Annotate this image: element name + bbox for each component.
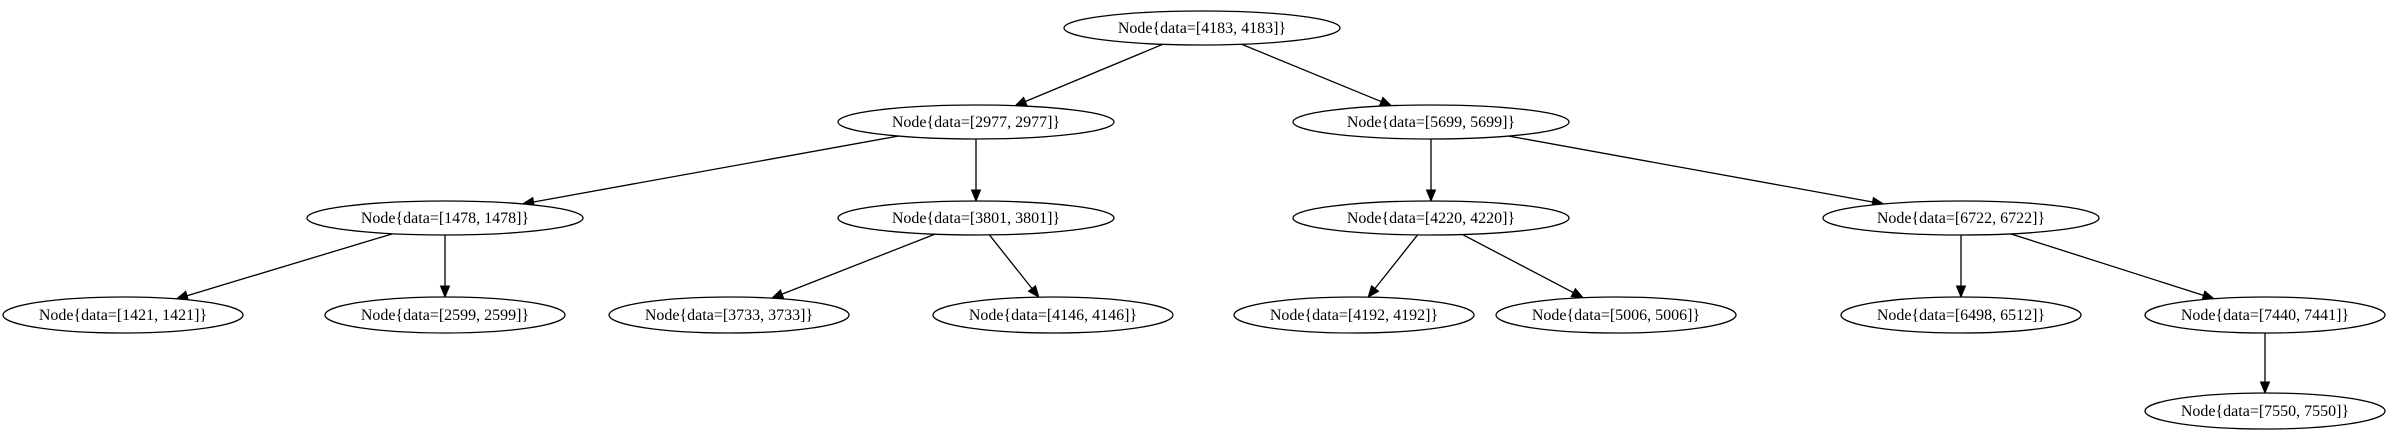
tree-edge (1955, 235, 1967, 299)
edge-line (1462, 233, 1574, 294)
tree-edge (770, 233, 935, 299)
edge-line (781, 233, 935, 295)
node-label: Node{data=[1421, 1421]} (39, 307, 207, 324)
node-ellipse (1292, 104, 1570, 140)
tree-node: Node{data=[7550, 7550]} (2144, 392, 2386, 430)
tree-edge (970, 139, 982, 203)
node-label: Node{data=[3733, 3733]} (645, 307, 813, 324)
arrowhead-icon (1378, 96, 1393, 107)
tree-edge (1508, 135, 1885, 208)
node-label: Node{data=[1478, 1478]} (361, 210, 529, 227)
node-label: Node{data=[7440, 7441]} (2181, 307, 2349, 324)
node-ellipse (1063, 10, 1341, 46)
node-label: Node{data=[5006, 5006]} (1532, 307, 1700, 324)
node-label: Node{data=[4220, 4220]} (1347, 210, 1515, 227)
tree-edge (521, 135, 899, 208)
node-ellipse (2144, 392, 2386, 430)
tree-node: Node{data=[4192, 4192]} (1233, 296, 1475, 334)
tree-edge (439, 235, 451, 299)
arrowhead-icon (2259, 381, 2271, 395)
tree-node: Node{data=[1478, 1478]} (306, 200, 584, 236)
edge-line (1374, 234, 1419, 289)
arrowhead-icon (1570, 287, 1585, 299)
node-ellipse (306, 200, 584, 236)
edge-line (1241, 43, 1382, 103)
tree-node: Node{data=[4183, 4183]} (1063, 10, 1341, 46)
node-ellipse (1840, 296, 2082, 334)
edge-line (186, 233, 393, 297)
tree-edge (1367, 234, 1419, 299)
edge-line (2010, 233, 2204, 296)
node-ellipse (2144, 296, 2386, 334)
tree-node: Node{data=[4146, 4146]} (932, 296, 1174, 334)
tree-edge (1013, 43, 1164, 107)
arrowhead-icon (1027, 284, 1040, 299)
tree-node: Node{data=[7440, 7441]} (2144, 296, 2386, 334)
edge-line (533, 135, 899, 203)
nodes-layer: Node{data=[4183, 4183]} Node{data=[2977, … (2, 10, 2386, 430)
tree-node: Node{data=[2977, 2977]} (837, 104, 1115, 140)
node-ellipse (932, 296, 1174, 334)
node-label: Node{data=[3801, 3801]} (892, 210, 1060, 227)
arrowhead-icon (1955, 285, 1967, 299)
node-ellipse (1292, 200, 1570, 236)
tree-edge (2259, 333, 2271, 395)
tree-edge (1241, 43, 1393, 107)
node-label: Node{data=[2599, 2599]} (361, 307, 529, 324)
tree-node: Node{data=[3801, 3801]} (837, 200, 1115, 236)
tree-node: Node{data=[2599, 2599]} (324, 296, 566, 334)
node-label: Node{data=[4146, 4146]} (969, 307, 1137, 324)
edge-line (1508, 135, 1873, 203)
node-label: Node{data=[6722, 6722]} (1877, 210, 2045, 227)
node-ellipse (1233, 296, 1475, 334)
arrowhead-icon (439, 285, 451, 299)
tree-node: Node{data=[6722, 6722]} (1822, 200, 2100, 236)
node-ellipse (608, 296, 850, 334)
node-label: Node{data=[4192, 4192]} (1270, 307, 1438, 324)
tree-node: Node{data=[5699, 5699]} (1292, 104, 1570, 140)
node-ellipse (837, 104, 1115, 140)
arrowhead-icon (1367, 284, 1380, 299)
arrowhead-icon (1013, 96, 1028, 107)
arrowhead-icon (970, 189, 982, 203)
edges-layer (175, 43, 2271, 395)
tree-edge (988, 234, 1040, 299)
tree-node: Node{data=[3733, 3733]} (608, 296, 850, 334)
node-label: Node{data=[7550, 7550]} (2181, 403, 2349, 420)
edge-line (988, 234, 1033, 289)
node-label: Node{data=[5699, 5699]} (1347, 114, 1515, 131)
node-ellipse (837, 200, 1115, 236)
node-label: Node{data=[6498, 6512]} (1877, 307, 2045, 324)
arrowhead-icon (1425, 189, 1437, 203)
tree-edge (1425, 139, 1437, 203)
node-label: Node{data=[2977, 2977]} (892, 114, 1060, 131)
tree-node: Node{data=[4220, 4220]} (1292, 200, 1570, 236)
tree-edge (2010, 233, 2216, 301)
node-label: Node{data=[4183, 4183]} (1118, 20, 1286, 37)
node-ellipse (1495, 296, 1737, 334)
arrowhead-icon (770, 289, 785, 299)
tree-edge (1462, 233, 1585, 299)
tree-edge (175, 233, 393, 301)
node-ellipse (2, 296, 244, 334)
tree-node: Node{data=[6498, 6512]} (1840, 296, 2082, 334)
node-ellipse (1822, 200, 2100, 236)
edge-line (1025, 43, 1164, 103)
node-ellipse (324, 296, 566, 334)
tree-node: Node{data=[5006, 5006]} (1495, 296, 1737, 334)
tree-node: Node{data=[1421, 1421]} (2, 296, 244, 334)
